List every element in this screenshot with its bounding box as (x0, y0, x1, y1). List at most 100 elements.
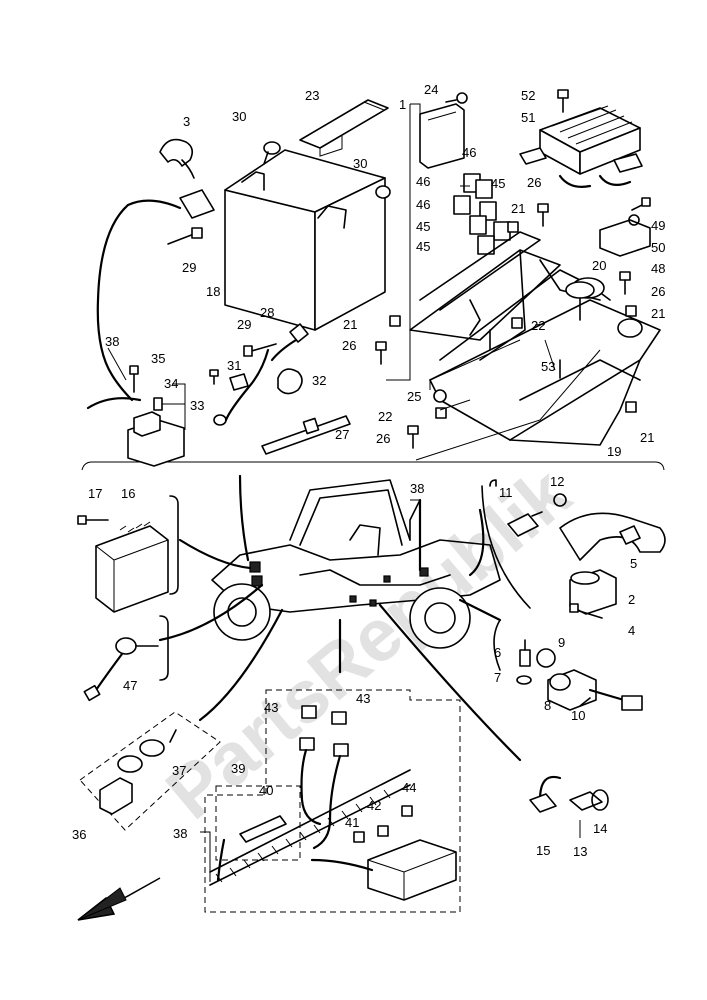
part-29-bolt (167, 227, 203, 245)
label-6: 6 (494, 645, 501, 660)
part-31-screw (209, 369, 249, 426)
part-27-cable-tie (261, 415, 351, 455)
label-44: 44 (402, 780, 416, 795)
part-number-labels: 1 2 3 4 5 6 7 8 9 10 11 12 13 14 15 16 1… (72, 82, 665, 859)
label-24: 24 (424, 82, 438, 97)
part-35-screw (129, 365, 139, 393)
label-26a: 26 (527, 175, 541, 190)
front-direction-arrow (77, 877, 161, 921)
label-48: 48 (651, 261, 665, 276)
label-32: 32 (312, 373, 326, 388)
label-12: 12 (550, 474, 564, 489)
label-21d: 21 (640, 430, 654, 445)
label-34: 34 (164, 376, 178, 391)
part-22-clip-a (435, 407, 447, 419)
label-26c: 26 (342, 338, 356, 353)
label-22b: 22 (378, 409, 392, 424)
part-6-sensor (519, 639, 531, 667)
part-26-bolt-b (619, 271, 631, 295)
label-47: 47 (123, 678, 137, 693)
part-30-bolt-right (375, 185, 391, 199)
part-11-sensor (507, 511, 543, 537)
part-32-clamp (277, 368, 303, 395)
label-1: 1 (399, 97, 406, 112)
label-52: 52 (521, 88, 535, 103)
part-21-clip-group (389, 221, 637, 413)
part-29-bolt-lower (243, 343, 277, 357)
label-13: 13 (573, 844, 587, 859)
label-19: 19 (607, 444, 621, 459)
part-38-harness-box (200, 689, 461, 913)
part-38-harness-top (86, 347, 142, 410)
part-relay-cable (96, 189, 215, 402)
label-45c: 45 (416, 239, 430, 254)
label-38c: 38 (173, 826, 187, 841)
label-30b: 30 (353, 156, 367, 171)
label-28: 28 (260, 305, 274, 320)
label-33: 33 (190, 398, 204, 413)
part-3-clamp (159, 138, 195, 179)
label-46c: 46 (416, 197, 430, 212)
label-43b: 43 (356, 691, 370, 706)
label-4: 4 (628, 623, 635, 638)
part-25-nut (433, 389, 447, 403)
part-10-connector (579, 688, 643, 711)
label-50: 50 (651, 240, 665, 255)
part-33-relay (127, 383, 186, 467)
label-20: 20 (592, 258, 606, 273)
label-43a: 43 (264, 700, 278, 715)
part-19-tray (409, 231, 661, 446)
part-20-grommet (565, 281, 595, 321)
label-37: 37 (172, 763, 186, 778)
label-29b: 29 (237, 317, 251, 332)
part-2-ignition-coil (569, 569, 617, 615)
part-30-bolt-left (263, 141, 281, 165)
label-41: 41 (345, 815, 359, 830)
left-brackets (159, 479, 531, 681)
label-46a: 46 (462, 145, 476, 160)
part-5-plug-cap (559, 512, 666, 561)
part-8-sensor-body (547, 669, 597, 711)
label-27: 27 (335, 427, 349, 442)
part-45-46-relays (453, 173, 511, 255)
part-50-washer (628, 214, 640, 226)
label-11: 11 (499, 485, 513, 500)
label-45b: 45 (416, 219, 430, 234)
label-49: 49 (651, 218, 665, 233)
watermark-text: PartsRepublik (151, 451, 586, 835)
part-9-oring (536, 648, 556, 668)
part-4-bolt (569, 603, 603, 619)
label-5: 5 (630, 556, 637, 571)
callout-lines (158, 474, 522, 762)
label-10: 10 (571, 708, 585, 723)
label-15: 15 (536, 843, 550, 858)
part-1-relay-holder (410, 103, 465, 169)
label-21b: 21 (651, 306, 665, 321)
label-45a: 45 (491, 176, 505, 191)
label-8: 8 (544, 698, 551, 713)
part-24-screw (445, 92, 468, 104)
part-26-bolt-d (407, 425, 419, 449)
label-38b: 38 (410, 481, 424, 496)
label-23: 23 (305, 88, 319, 103)
label-26b: 26 (651, 284, 665, 299)
part-22-clip-b (511, 317, 523, 329)
label-21c: 21 (343, 317, 357, 332)
label-3: 3 (183, 114, 190, 129)
part-48-sensor (599, 219, 651, 257)
label-22a: 22 (531, 318, 545, 333)
label-25: 25 (407, 389, 421, 404)
top-leader-lines (386, 104, 601, 461)
watermark: PartsRepublik (151, 451, 586, 835)
part-17-screw (77, 515, 109, 525)
label-42: 42 (367, 798, 381, 813)
label-40: 40 (259, 783, 273, 798)
label-9: 9 (558, 635, 565, 650)
part-28-ground-lead (224, 323, 309, 422)
part-47-sensor (83, 637, 159, 702)
label-14: 14 (593, 821, 607, 836)
vehicle-utv (211, 479, 501, 649)
label-38a: 38 (105, 334, 119, 349)
label-2: 2 (628, 592, 635, 607)
